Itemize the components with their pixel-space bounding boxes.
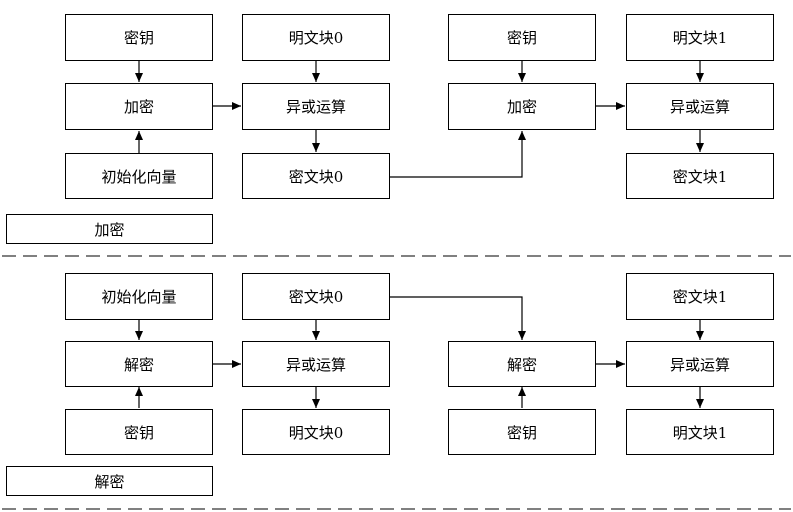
dec-decrypt-a-box: 解密 <box>65 341 213 387</box>
enc-encrypt-b-box: 加密 <box>448 83 596 130</box>
dec-cipher1-box: 密文块1 <box>626 273 774 320</box>
enc-key-b-box: 密钥 <box>448 14 596 61</box>
dec-cipher0-box: 密文块0 <box>242 273 390 320</box>
dec-plain1-box: 明文块1 <box>626 409 774 455</box>
enc-cipher0-box: 密文块0 <box>242 153 390 199</box>
enc-encrypt-a-box: 加密 <box>65 83 213 130</box>
dec-plain0-box: 明文块0 <box>242 409 390 455</box>
dec-key-b-box: 密钥 <box>448 409 596 455</box>
dec-decrypt-b-box: 解密 <box>448 341 596 387</box>
dec-xor-b-box: 异或运算 <box>626 341 774 387</box>
dec-iv-box: 初始化向量 <box>65 273 213 320</box>
decrypt-section-label: 解密 <box>6 466 213 496</box>
arrow-cipher0-to-decrypt-b <box>390 296 526 340</box>
encrypt-section-label: 加密 <box>6 214 213 244</box>
enc-iv-box: 初始化向量 <box>65 153 213 199</box>
enc-xor-a-box: 异或运算 <box>242 83 390 130</box>
dec-key-a-box: 密钥 <box>65 409 213 455</box>
arrow-cipher0-to-encrypt-b <box>390 131 526 178</box>
dec-xor-a-box: 异或运算 <box>242 341 390 387</box>
enc-cipher1-box: 密文块1 <box>626 153 774 199</box>
enc-key-a-box: 密钥 <box>65 14 213 61</box>
enc-plain1-box: 明文块1 <box>626 14 774 61</box>
enc-plain0-box: 明文块0 <box>242 14 390 61</box>
enc-xor-b-box: 异或运算 <box>626 83 774 130</box>
